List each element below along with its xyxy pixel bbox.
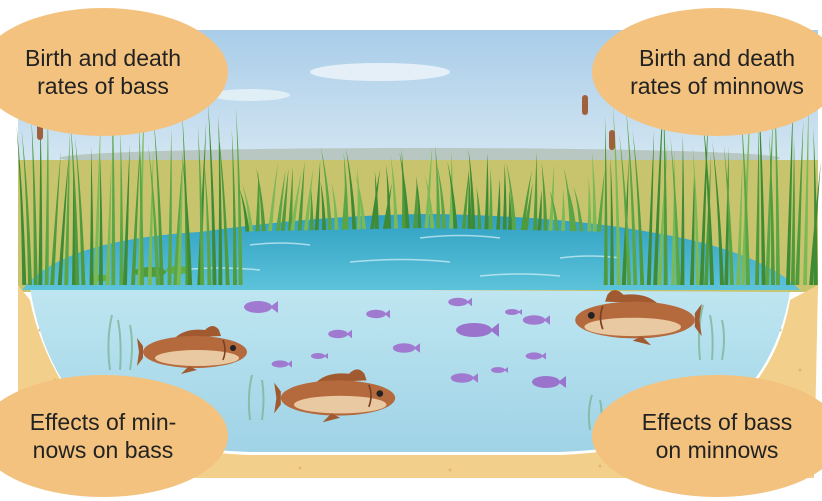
label-text: Birth and death rates of bass bbox=[25, 44, 181, 100]
cloud bbox=[310, 63, 450, 81]
cattail bbox=[609, 130, 615, 150]
label-text: Birth and death rates of minnows bbox=[630, 44, 804, 100]
label-text: Effects of min- nows on bass bbox=[30, 408, 177, 464]
label-text: Effects of bass on minnows bbox=[642, 408, 792, 464]
cattail bbox=[582, 95, 588, 115]
